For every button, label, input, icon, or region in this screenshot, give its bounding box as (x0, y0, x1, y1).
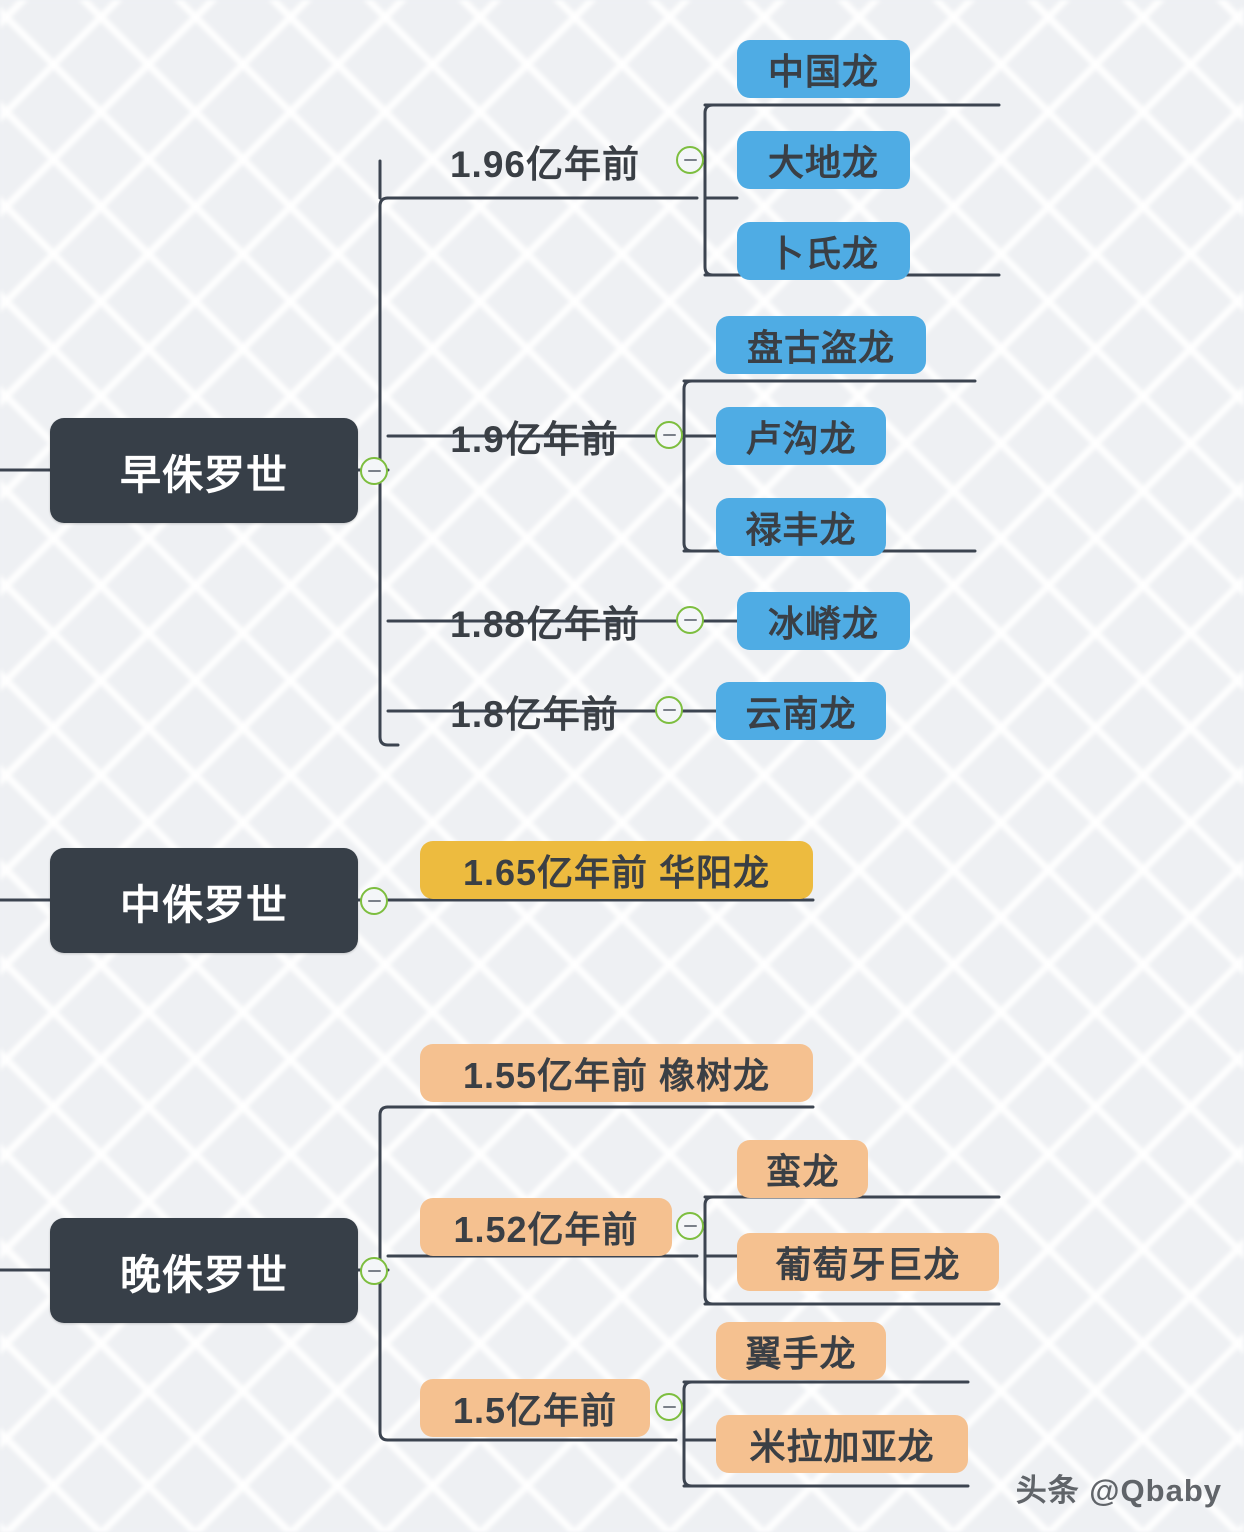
leaf-dadilong[interactable]: 大地龙 (737, 131, 910, 189)
watermark: 头条 @Qbaby (1015, 1473, 1222, 1508)
minus-circle-icon (662, 433, 676, 437)
era-1-52[interactable]: 1.52亿年前 (420, 1198, 672, 1256)
leaf-bingjilong[interactable]: 冰嵴龙 (737, 592, 910, 650)
leaf-lugoulong[interactable]: 卢沟龙 (716, 407, 886, 465)
era-1-65-huayanglong[interactable]: 1.65亿年前 华阳龙 (420, 841, 813, 899)
toggle-1-88[interactable] (676, 606, 704, 634)
leaf-bushilong[interactable]: 卜氏龙 (737, 222, 910, 280)
era-1-90[interactable]: 1.9亿年前 (450, 419, 619, 460)
era-1-96[interactable]: 1.96亿年前 (449, 144, 640, 185)
leaf-yishoulong[interactable]: 翼手龙 (716, 1322, 886, 1380)
toggle-early-jurassic[interactable] (360, 457, 388, 485)
toggle-1-90[interactable] (655, 421, 683, 449)
minus-circle-icon (683, 1224, 697, 1228)
minus-circle-icon (683, 618, 697, 622)
toggle-middle-jurassic[interactable] (360, 887, 388, 915)
leaf-pangudaolong[interactable]: 盘古盗龙 (716, 316, 926, 374)
era-1-80[interactable]: 1.8亿年前 (450, 694, 619, 735)
era-1-50[interactable]: 1.5亿年前 (420, 1379, 650, 1437)
root-late-jurassic[interactable]: 晚侏罗世 (50, 1218, 358, 1323)
leaf-zhongguolong[interactable]: 中国龙 (737, 40, 910, 98)
leaf-yunnanlong[interactable]: 云南龙 (716, 682, 886, 740)
leaf-putaoyajulong[interactable]: 葡萄牙巨龙 (737, 1233, 999, 1291)
toggle-1-80[interactable] (655, 696, 683, 724)
minus-circle-icon (367, 1269, 381, 1273)
root-middle-jurassic[interactable]: 中侏罗世 (50, 848, 358, 953)
minus-circle-icon (662, 1405, 676, 1409)
minus-circle-icon (683, 158, 697, 162)
toggle-1-96[interactable] (676, 146, 704, 174)
leaf-lufenglong[interactable]: 禄丰龙 (716, 498, 886, 556)
leaf-manlong[interactable]: 蛮龙 (737, 1140, 868, 1198)
minus-circle-icon (367, 899, 381, 903)
toggle-1-52[interactable] (676, 1212, 704, 1240)
era-1-88[interactable]: 1.88亿年前 (449, 604, 640, 645)
minus-circle-icon (662, 708, 676, 712)
era-1-55-xiangshulong[interactable]: 1.55亿年前 橡树龙 (420, 1044, 813, 1102)
minus-circle-icon (367, 469, 381, 473)
toggle-late-jurassic[interactable] (360, 1257, 388, 1285)
root-early-jurassic[interactable]: 早侏罗世 (50, 418, 358, 523)
leaf-milajiayalong[interactable]: 米拉加亚龙 (716, 1415, 968, 1473)
toggle-1-50[interactable] (655, 1393, 683, 1421)
